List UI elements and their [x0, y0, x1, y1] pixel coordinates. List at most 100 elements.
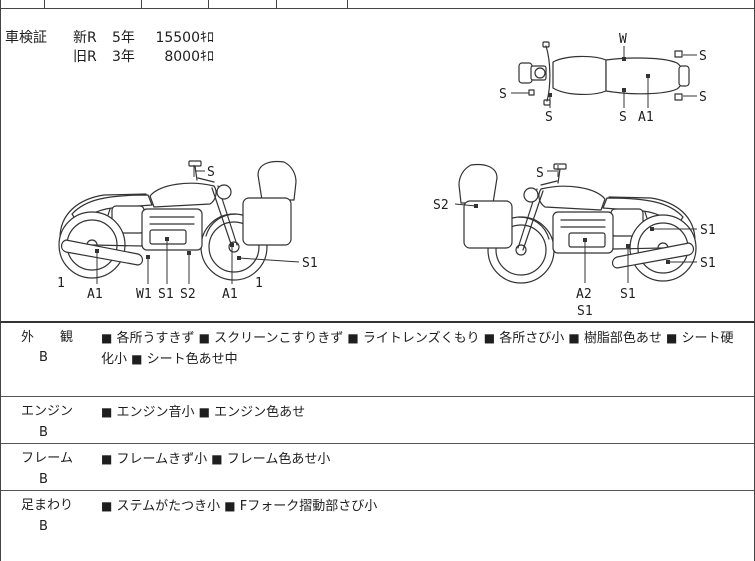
- rear-fender: [608, 196, 696, 242]
- top-view-motorcycle: [518, 41, 690, 106]
- fuel-tank: [552, 55, 607, 95]
- finding-item: ■ Fフォーク摺動部さび小: [224, 499, 377, 514]
- diagram-label: S1: [158, 287, 174, 302]
- finding-text: 各所さび小: [499, 331, 565, 346]
- left-side-motorcycle: [58, 160, 297, 281]
- mirror: [188, 160, 202, 167]
- motorcycle-damage-diagram: W S S S S S A1: [57, 32, 716, 319]
- diagram-label: A1: [638, 110, 654, 125]
- section-label: エンジン: [21, 404, 74, 419]
- bullet-icon: ■: [666, 331, 678, 345]
- section-findings: ■ フレームきず小 ■ フレーム色あせ小: [101, 449, 746, 470]
- section-findings: ■ エンジン音小 ■ エンジン色あせ: [101, 402, 746, 423]
- marker: [646, 74, 650, 78]
- findings-table: 外 観 B ■ 各所うすきず ■ スクリーンこすりきず ■ ライトレンズくもり …: [0, 323, 755, 561]
- bullet-icon: ■: [101, 452, 113, 466]
- header-cell-divider: [276, 0, 277, 8]
- windscreen: [257, 160, 297, 201]
- bullet-icon: ■: [224, 499, 236, 513]
- rear-turn-signal-left: [674, 50, 683, 58]
- handlebar-grip-left: [542, 41, 550, 48]
- finding-text: エンジン色あせ: [214, 405, 306, 420]
- marker: [474, 204, 478, 208]
- diagram-label: A2: [576, 287, 592, 302]
- inspection-era: 新R: [73, 30, 97, 46]
- exhaust-muffler: [611, 242, 695, 269]
- mirror: [553, 163, 567, 170]
- diagram-label: A1: [87, 287, 103, 302]
- bullet-icon: ■: [101, 499, 113, 513]
- diagram-label: S1: [302, 256, 318, 271]
- section-exterior: 外 観 B ■ 各所うすきず ■ スクリーンこすりきず ■ ライトレンズくもり …: [1, 323, 754, 396]
- rear-turn-signal-right: [674, 93, 683, 101]
- marker: [146, 255, 150, 259]
- top-view-labels: W S S S S S A1: [499, 32, 707, 125]
- bullet-icon: ■: [347, 331, 359, 345]
- fuel-tank: [149, 182, 217, 208]
- diagram-label: S: [699, 49, 707, 64]
- diagram-label: S2: [180, 287, 196, 302]
- header-cell-divider: [347, 0, 348, 8]
- section-grade: B: [39, 519, 48, 534]
- front-hub: [228, 241, 240, 253]
- diagram-label: W1: [136, 287, 152, 302]
- front-fender: [205, 213, 237, 237]
- inspection-years: 3年: [112, 49, 135, 65]
- bullet-icon: ■: [101, 405, 113, 419]
- swingarm: [91, 244, 143, 247]
- inspection-years: 5年: [112, 30, 135, 46]
- front-fender: [518, 216, 550, 240]
- rear-fender: [59, 193, 147, 239]
- diagram-label: 1: [255, 276, 263, 291]
- finding-text: フレームきず小: [116, 452, 208, 467]
- finding-item: ■ フレーム色あせ小: [211, 452, 330, 467]
- finding-text: ライトレンズくもり: [362, 331, 480, 346]
- section-suspension: 足まわり B ■ ステムがたつき小 ■ Fフォーク摺動部さび小: [1, 490, 754, 561]
- mirror-stem: [194, 165, 198, 181]
- crankcase: [149, 229, 187, 245]
- finding-text: フレーム色あせ小: [226, 452, 331, 467]
- finding-item: ■ シート硬化小: [101, 331, 734, 367]
- section-grade: B: [39, 350, 48, 365]
- inspection-mileage: 8000ｷﾛ: [164, 49, 214, 65]
- leader-line: [454, 203, 477, 207]
- finding-text: スクリーンこすりきず: [214, 331, 344, 346]
- diagram-label: S: [545, 110, 553, 125]
- finding-text: シート硬化小: [101, 331, 734, 367]
- left-side-labels: S S1 1 A1 W1 S1 S2 A1 1: [57, 165, 318, 302]
- headlight: [523, 187, 539, 203]
- diagram-label: S: [207, 165, 215, 180]
- diagram-label: W: [619, 32, 627, 47]
- section-engine: エンジン B ■ エンジン音小 ■ エンジン色あせ: [1, 396, 754, 443]
- marker: [548, 93, 552, 97]
- finding-text: 各所うすきず: [116, 331, 195, 346]
- finding-item: ■ 各所さび小: [484, 331, 565, 346]
- header-cell-divider: [44, 0, 45, 8]
- finding-item: ■ スクリーンこすりきず: [199, 331, 344, 346]
- finding-text: 樹脂部色あせ: [583, 331, 662, 346]
- section-findings: ■ ステムがたつき小 ■ Fフォーク摺動部さび小: [101, 496, 746, 517]
- finding-item: ■ フレームきず小: [101, 452, 207, 467]
- bullet-icon: ■: [131, 352, 143, 366]
- marker: [626, 244, 630, 248]
- seat: [605, 57, 684, 95]
- marker: [237, 256, 241, 260]
- leader-line: [238, 257, 300, 263]
- front-rim: [495, 224, 547, 276]
- section-label: フレーム: [21, 451, 73, 466]
- marker: [583, 238, 587, 242]
- exhaust-muffler: [60, 239, 144, 266]
- right-side-motorcycle: [458, 163, 697, 284]
- tail-light: [678, 65, 690, 87]
- swingarm: [612, 247, 664, 250]
- diagram-label: S: [536, 166, 544, 181]
- inspection-row-old: 旧R 3年 8000ｷﾛ: [73, 48, 223, 66]
- section-findings: ■ 各所うすきず ■ スクリーンこすりきず ■ ライトレンズくもり ■ 各所さび…: [101, 328, 746, 370]
- diagram-label: S1: [620, 287, 636, 302]
- header-cell-divider: [141, 0, 142, 8]
- meter: [534, 67, 546, 79]
- headlight: [216, 184, 232, 200]
- finding-item: ■ エンジン色あせ: [199, 405, 306, 420]
- finding-text: Fフォーク摺動部さび小: [239, 499, 378, 514]
